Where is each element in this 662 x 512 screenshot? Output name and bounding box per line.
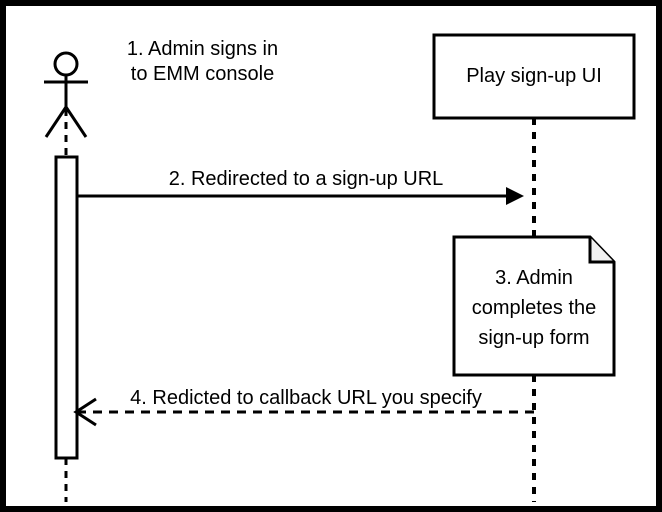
stick-figure-actor-icon bbox=[44, 51, 88, 138]
message-1-label: 1. Admin signs in to EMM console bbox=[100, 37, 305, 87]
note-label: 3. Admin completes the sign-up form bbox=[452, 263, 616, 353]
message-2-arrow bbox=[76, 187, 524, 205]
diagram-vector-layer bbox=[44, 33, 636, 502]
message-4-arrow bbox=[73, 397, 534, 427]
message-1-label-line2: to EMM console bbox=[130, 63, 275, 85]
actor-activation-bar bbox=[54, 155, 79, 460]
note-shape bbox=[452, 235, 616, 377]
message-2-label: 2. Redirected to a sign-up URL bbox=[168, 168, 444, 190]
note-label-line3: sign-up form bbox=[478, 327, 590, 349]
message-1-label-line1: 1. Admin signs in bbox=[126, 38, 279, 60]
message-4-label: 4. Redicted to callback URL you specify bbox=[130, 387, 482, 409]
participant-box-label: Play sign-up UI bbox=[466, 65, 602, 87]
note-label-line1: 3. Admin bbox=[495, 267, 573, 289]
note-label-line2: completes the bbox=[471, 297, 597, 319]
